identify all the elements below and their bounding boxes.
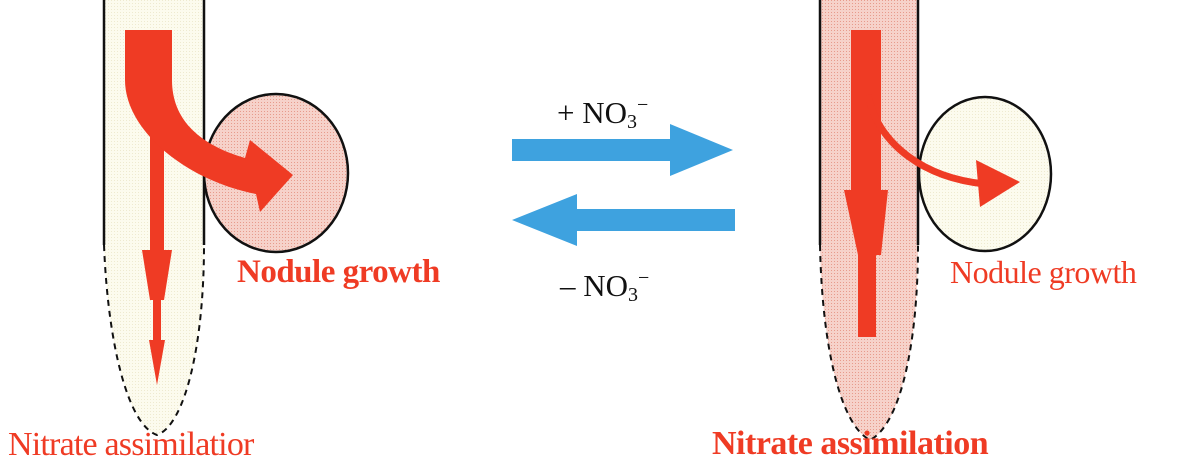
add-nitrate-formula: NO — [582, 95, 628, 130]
right-nodule-growth-label: Nodule growth — [950, 254, 1137, 290]
left-nodule-growth-label: Nodule growth — [237, 254, 440, 290]
left-nitrate-assimilation-label: Nitrate assimilatior — [8, 426, 254, 463]
reverse-arrow — [512, 194, 735, 246]
remove-nitrate-charge: − — [638, 267, 650, 289]
remove-nitrate-label: – NO3− — [560, 268, 649, 305]
add-nitrate-charge: − — [637, 94, 649, 116]
transition-arrows — [512, 124, 735, 246]
right-nitrate-assimilation-label: Nitrate assimilation — [712, 425, 989, 462]
forward-arrow — [512, 124, 733, 176]
left-root-tip — [103, 244, 205, 437]
remove-nitrate-formula: NO — [583, 268, 629, 303]
right-curved-arrowhead — [976, 160, 1020, 207]
right-root — [818, 0, 1053, 442]
add-nitrate-subscript: 3 — [627, 111, 638, 133]
remove-nitrate-sign: – — [560, 268, 576, 303]
add-nitrate-label: + NO3− — [557, 95, 648, 132]
right-curved-arrow — [864, 94, 986, 188]
add-nitrate-sign: + — [557, 95, 575, 130]
remove-nitrate-subscript: 3 — [628, 284, 639, 306]
left-root — [102, 0, 350, 437]
left-curved-arrow — [125, 30, 293, 212]
